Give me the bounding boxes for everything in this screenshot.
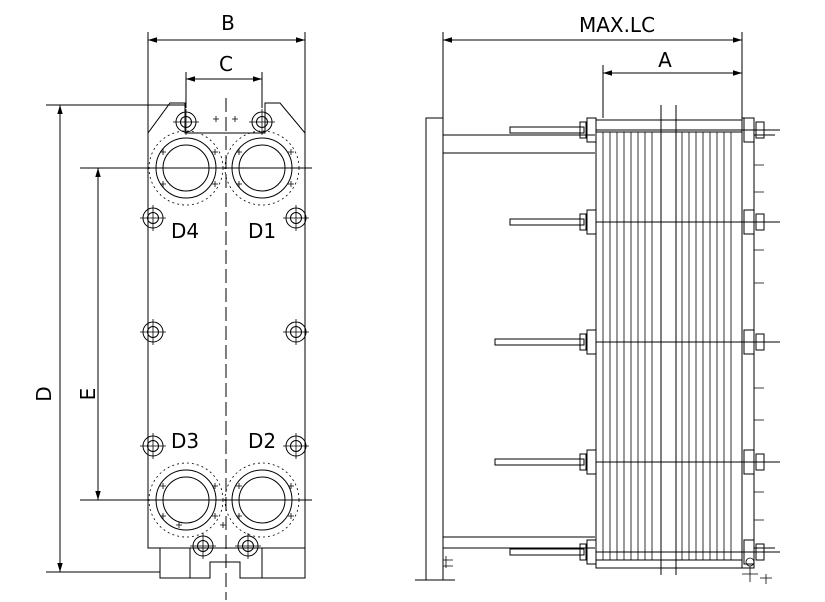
bolt-icon	[234, 532, 262, 560]
side-view: MAX.LC A	[415, 13, 780, 584]
bolt-icon	[139, 432, 167, 460]
dim-c-label: C	[219, 52, 233, 76]
bolt-icon	[172, 108, 200, 136]
tie-bolts	[494, 117, 780, 565]
port-d3-label: D3	[171, 429, 199, 453]
bolt-icon	[139, 204, 167, 232]
port-d1-label: D1	[248, 219, 276, 243]
dim-max-lc-label: MAX.LC	[579, 13, 655, 37]
front-view: B C D E D4 D1 D3 D2	[32, 11, 312, 600]
bolt-icon	[248, 108, 276, 136]
stud-marks	[160, 116, 294, 528]
dim-e-label: E	[76, 388, 100, 401]
bolt-icon	[189, 532, 217, 560]
dim-a-label: A	[658, 48, 672, 72]
bolt-icon	[139, 318, 167, 346]
dim-d-label: D	[32, 386, 56, 401]
port-d4-label: D4	[171, 219, 199, 243]
plate-pack-icon	[602, 132, 732, 560]
dim-b-label: B	[221, 11, 235, 35]
port-d2-label: D2	[248, 429, 276, 453]
